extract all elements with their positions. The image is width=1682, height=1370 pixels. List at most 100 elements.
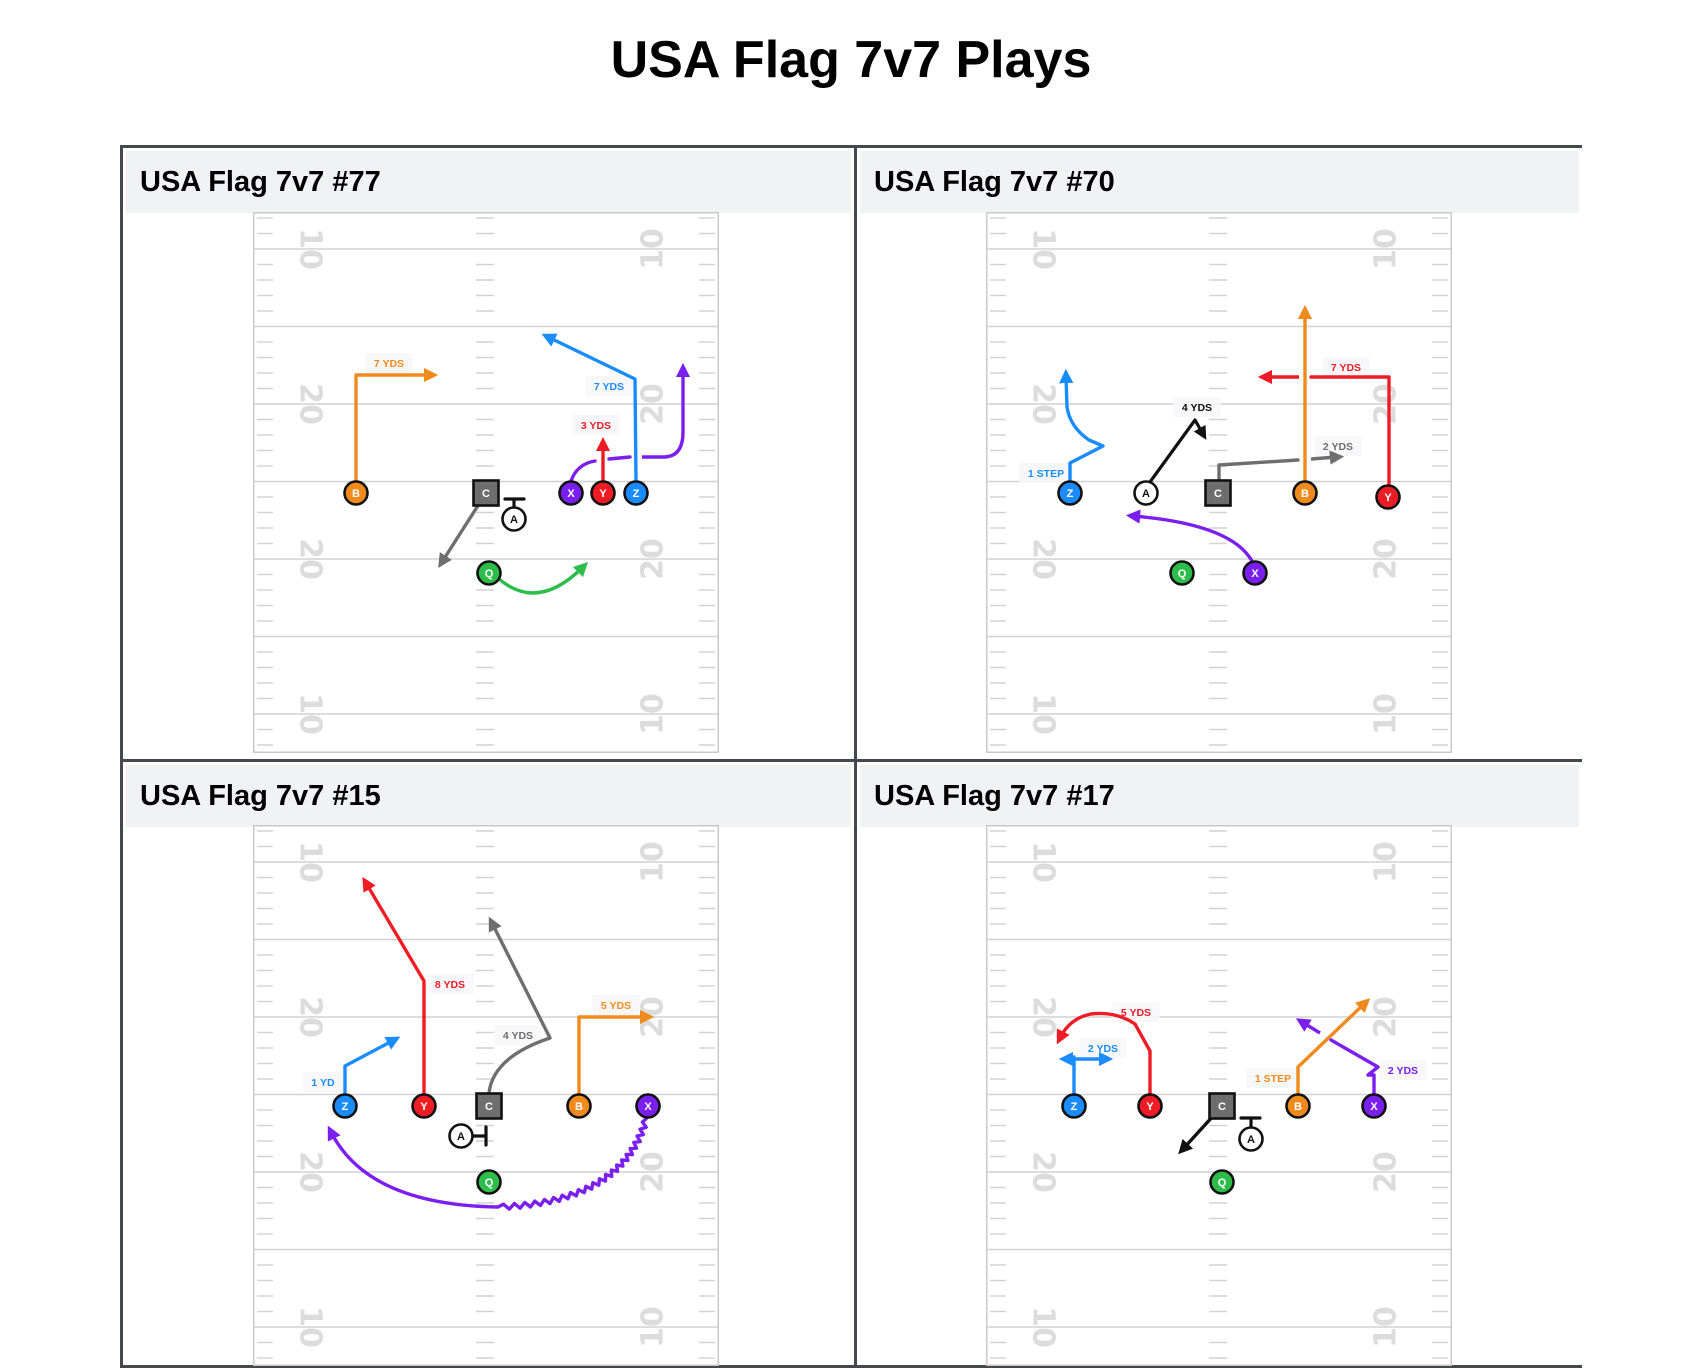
svg-text:A: A [510,514,518,526]
player-a[interactable]: A [501,506,527,532]
player-y[interactable]: Y [1375,484,1401,510]
route-x [496,1117,648,1211]
svg-text:Z: Z [342,1101,349,1113]
route-z [343,1036,401,1094]
svg-text:4 YDS: 4 YDS [503,1030,533,1042]
yard-number: 20 [1026,538,1061,580]
route-distance-label: 2 YDS [1379,1060,1427,1080]
yard-number: 10 [1026,693,1061,735]
yard-number: 20 [1369,1151,1404,1193]
player-q[interactable]: Q [476,1169,502,1195]
route-z [541,333,638,482]
svg-text:Q: Q [485,1177,494,1189]
player-a[interactable]: A [448,1123,474,1149]
yard-number: 20 [1026,383,1061,425]
yard-number: 20 [1369,538,1404,580]
svg-text:B: B [1301,488,1309,500]
svg-text:Z: Z [1071,1101,1078,1113]
yard-number: 10 [293,841,328,883]
svg-text:C: C [485,1101,493,1113]
route-distance-label: 1 YD [302,1072,344,1092]
route-c [487,916,552,1094]
yard-number: 10 [636,228,671,270]
player-x[interactable]: X [1242,560,1268,586]
yard-number: 10 [1026,228,1061,270]
player-z[interactable]: Z [332,1093,358,1119]
yard-number: 20 [636,1151,671,1193]
route-distance-label: 3 YDS [572,415,620,435]
player-z[interactable]: Z [623,480,649,506]
player-b[interactable]: B [343,480,369,506]
svg-text:Q: Q [485,568,494,580]
yard-number: 10 [293,1306,328,1348]
svg-text:A: A [1142,488,1150,500]
svg-text:B: B [575,1101,583,1113]
player-y[interactable]: Y [1137,1093,1163,1119]
svg-text:X: X [644,1101,652,1113]
svg-text:Q: Q [1178,568,1187,580]
route-c [1310,450,1345,465]
yard-number: 20 [636,383,671,425]
player-x[interactable]: X [1361,1093,1387,1119]
player-a[interactable]: A [1238,1126,1264,1152]
route-x [1329,1038,1380,1096]
player-c[interactable]: C [475,1092,503,1120]
yard-number: 20 [293,996,328,1038]
route-y [362,876,426,1094]
route-distance-label: 1 STEP [1019,463,1073,483]
page-title: USA Flag 7v7 Plays [610,31,1092,89]
route-c [438,503,481,569]
player-b[interactable]: B [1285,1093,1311,1119]
player-q[interactable]: Q [476,560,502,586]
route-distance-label: 7 YDS [1322,357,1370,377]
svg-text:1 STEP: 1 STEP [1255,1073,1291,1085]
svg-text:2 YDS: 2 YDS [1323,441,1353,453]
svg-text:1 STEP: 1 STEP [1028,468,1064,480]
player-q[interactable]: Q [1209,1169,1235,1195]
player-z[interactable]: Z [1061,1093,1087,1119]
yard-number: 10 [636,1306,671,1348]
svg-text:Z: Z [1067,488,1074,500]
route-distance-label: 7 YDS [365,353,413,373]
play-card-header: USA Flag 7v7 #70 [860,151,1579,213]
play-card-header: USA Flag 7v7 #17 [860,765,1579,827]
player-q[interactable]: Q [1169,560,1195,586]
svg-text:7 YDS: 7 YDS [1331,362,1361,374]
route-distance-label: 5 YDS [1112,1002,1160,1022]
svg-text:5 YDS: 5 YDS [601,1000,631,1012]
route-x [642,362,691,459]
player-y[interactable]: Y [411,1093,437,1119]
route-q [497,561,589,595]
player-x[interactable]: X [558,480,584,506]
player-z[interactable]: Z [1057,480,1083,506]
svg-text:4 YDS: 4 YDS [1182,402,1212,414]
yard-number: 20 [1026,1151,1061,1193]
player-a[interactable]: A [1133,480,1159,506]
svg-text:A: A [457,1131,465,1143]
svg-text:A: A [1247,1134,1255,1146]
svg-text:5 YDS: 5 YDS [1121,1007,1151,1019]
play-title: USA Flag 7v7 #17 [874,780,1115,812]
svg-text:X: X [567,488,575,500]
player-b[interactable]: B [566,1093,592,1119]
player-y[interactable]: Y [590,480,616,506]
svg-text:C: C [1218,1101,1226,1113]
yard-number: 20 [1369,996,1404,1038]
player-b[interactable]: B [1292,480,1318,506]
player-x[interactable]: X [635,1093,661,1119]
player-c[interactable]: C [472,479,500,507]
route-distance-label: 5 YDS [592,995,640,1015]
yard-number: 20 [636,538,671,580]
player-c[interactable]: C [1204,479,1232,507]
route-distance-label: 4 YDS [494,1025,542,1045]
svg-text:7 YDS: 7 YDS [594,381,624,393]
player-c[interactable]: C [1208,1092,1236,1120]
